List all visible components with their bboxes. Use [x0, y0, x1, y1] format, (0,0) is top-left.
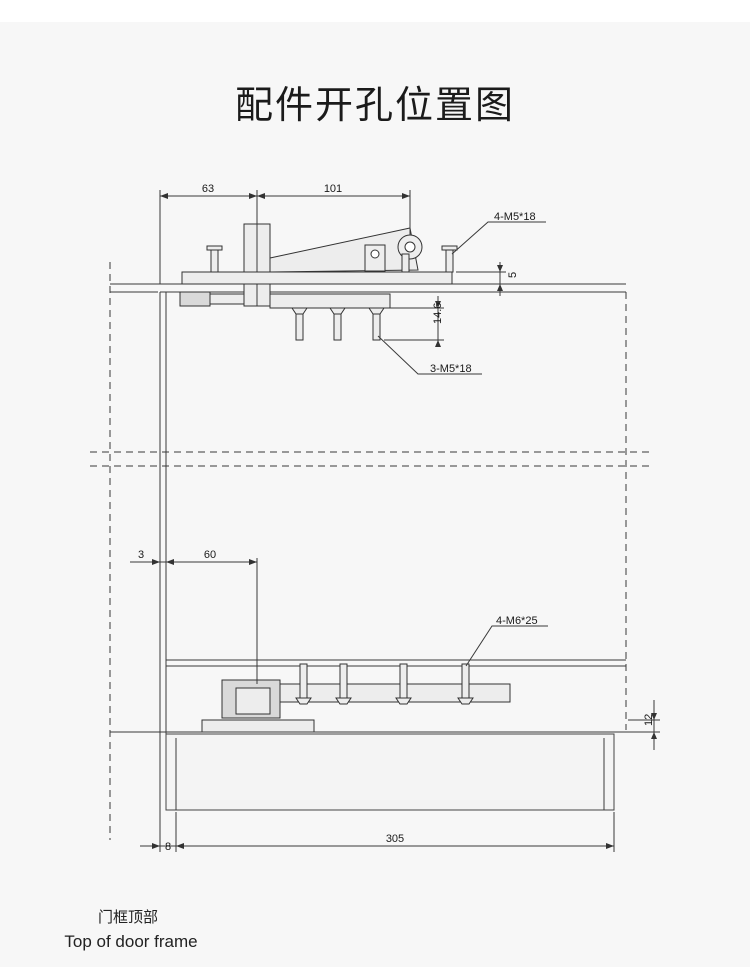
caption-english: Top of door frame — [64, 932, 197, 951]
middle-screw — [368, 307, 385, 341]
diagram-title: 配件开孔位置图 — [235, 83, 515, 127]
top-dimensions — [159, 190, 546, 375]
top-assembly — [109, 223, 627, 840]
top-screw — [441, 245, 458, 273]
callout-middle-screws: 3-M5*18 — [430, 363, 472, 375]
bottom-floor-plate — [201, 719, 315, 733]
door-frame-body — [165, 733, 615, 811]
caption-chinese: 门框顶部 — [98, 908, 158, 926]
bottom-pivot-box — [235, 687, 271, 715]
bottom-dimensions — [130, 558, 660, 852]
dim-screw-depth: 14.6 — [432, 303, 444, 324]
top-screw — [206, 245, 223, 273]
bottom-screw — [295, 663, 312, 705]
dim-left-gap: 3 — [138, 549, 144, 561]
middle-screw — [329, 307, 346, 341]
bottom-assembly — [110, 659, 640, 811]
dim-top-left-width: 63 — [202, 183, 214, 195]
top-end-cap — [179, 291, 211, 307]
callout-top-screws: 4-M5*18 — [494, 211, 536, 223]
bottom-screw — [457, 663, 474, 705]
bottom-screw — [335, 663, 352, 705]
top-screw — [401, 253, 410, 273]
break-lines — [90, 451, 650, 467]
dim-bottom-gap: 8 — [165, 841, 171, 853]
dim-bottom-height: 12 — [643, 714, 655, 726]
dim-top-right-width: 101 — [324, 183, 342, 195]
dim-pivot-offset: 60 — [204, 549, 216, 561]
bottom-screw — [395, 663, 412, 705]
middle-screw — [291, 307, 308, 341]
top-base-plate — [181, 271, 453, 285]
page-background — [0, 22, 750, 967]
dim-top-height: 5 — [507, 272, 519, 278]
callout-bottom-screws: 4-M6*25 — [496, 615, 538, 627]
dim-bottom-width: 305 — [386, 833, 404, 845]
